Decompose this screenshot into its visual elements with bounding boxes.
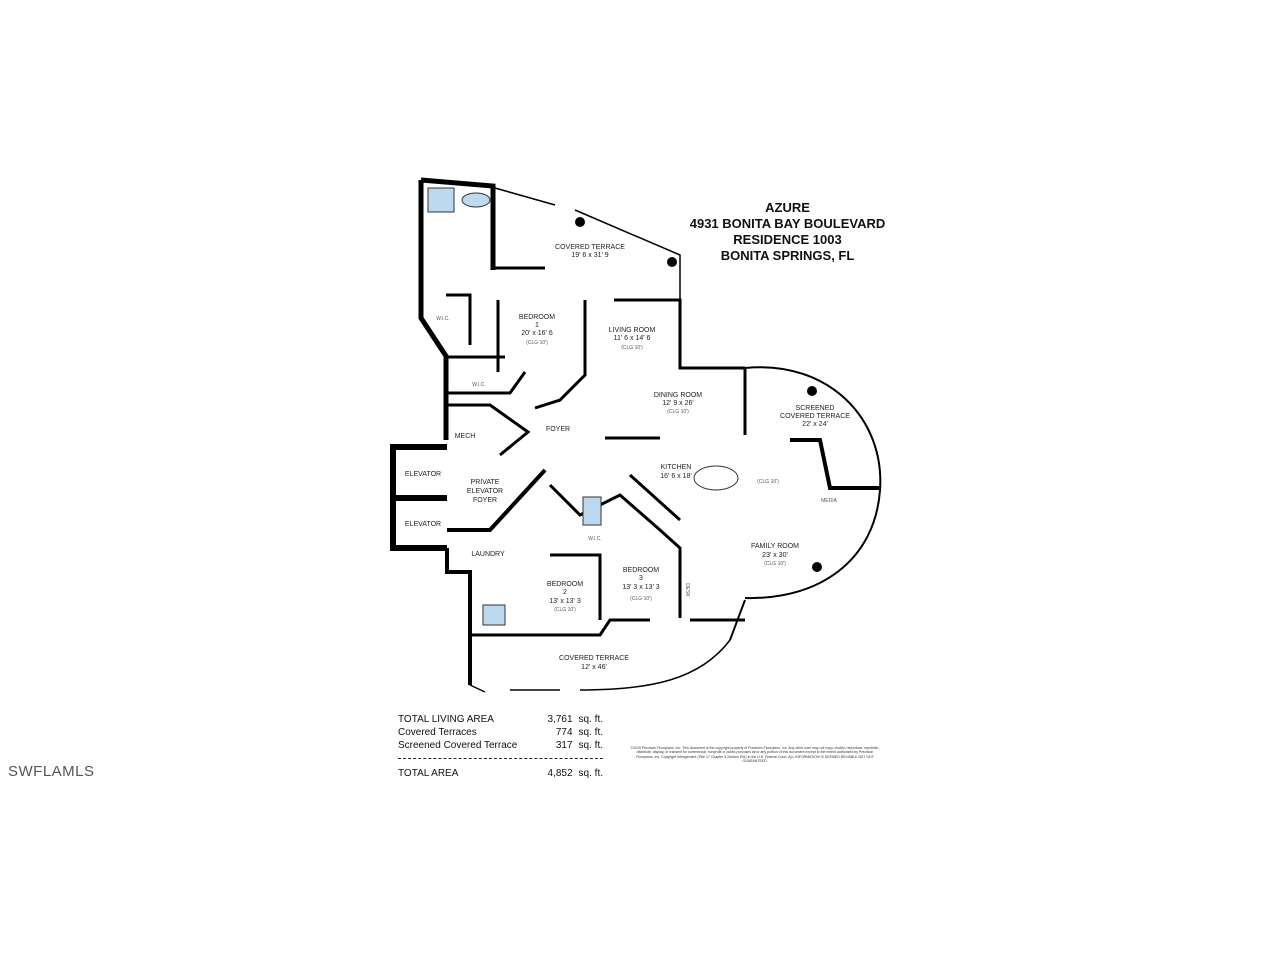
screened-bar [790,438,880,490]
copyright-notice: ©2025 Precision Floorplans, Inc. This do… [630,746,880,763]
row-unit: sq. ft. [578,714,603,725]
covered-terrace-top-size: 19' 6 x 31' 9 [571,252,608,259]
area-totals: TOTAL LIVING AREA 3,761 sq. ft. Covered … [398,713,603,780]
screened-size: 22' x 24' [802,421,828,428]
bedroom2-clg: (CLG 10') [554,607,576,613]
dining-name: DINING ROOM [654,392,702,399]
bedroom2-size: 13' x 13' 3 [549,598,581,605]
bathtub-icon [461,192,491,208]
screened-terrace-arc [744,366,882,600]
elevator2-name: ELEVATOR [405,521,441,528]
private-foyer-l2: ELEVATOR [467,488,503,495]
kitchen-size: 16' 6 x 18' [660,473,691,480]
bedroom3-name: BEDROOM [623,567,659,574]
column-icon [575,217,585,227]
walls [390,177,882,693]
kitchen-island [693,465,739,491]
column-icon [667,257,677,267]
title-line-1: AZURE [765,200,810,215]
covered-terrace-bottom-name: COVERED TERRACE [559,655,629,662]
kitchen-name: KITCHEN [661,464,692,471]
bedroom3-num: 3 [639,575,643,582]
foyer-wall [445,468,547,685]
shower-icon [482,604,506,626]
bedroom2-num: 2 [563,589,567,596]
living-clg: (CLG 10') [621,345,643,351]
laundry-name: LAUNDRY [471,551,505,558]
desk-label: DESK [684,583,690,597]
bedroom1-name: BEDROOM [519,314,555,321]
row-value: 4,852 [547,768,573,779]
row-label: Covered Terraces [398,727,477,738]
living-wall [614,298,747,435]
row-value: 3,761 [547,714,573,725]
room-labels: COVERED TERRACE 19' 6 x 31' 9 BEDROOM 1 … [405,244,850,671]
wic-walls [446,293,531,457]
family-arc [729,599,746,641]
total-area-row: TOTAL AREA 4,852 sq. ft. [398,767,603,780]
bedroom1-wall [493,266,587,410]
bedroom-walls [470,483,745,637]
living-size: 11' 6 x 14' 6 [614,335,651,342]
column-icon [812,562,822,572]
bedroom3-size: 13' 3 x 13' 3 [622,584,659,591]
screened-l1: SCREENED [796,405,835,412]
terrace-bottom-rail [469,639,731,693]
row-unit: sq. ft. [578,768,603,779]
covered-terraces-row: Covered Terraces 774 sq. ft. [398,726,603,739]
row-label: Screened Covered Terrace [398,740,518,751]
title-line-3: RESIDENCE 1003 [733,232,842,247]
elevator-box [390,444,447,551]
divider [398,758,603,759]
row-unit: sq. ft. [578,740,603,751]
family-name: FAMILY ROOM [751,543,799,550]
kitchen-counter [605,436,682,522]
wic-label: W.I.C. [436,316,450,322]
property-title: AZURE 4931 BONITA BAY BOULEVARD RESIDENC… [660,200,915,264]
foyer-name: FOYER [546,426,570,433]
title-line-4: BONITA SPRINGS, FL [720,248,855,263]
screened-l2: COVERED TERRACE [780,413,850,420]
columns [575,217,822,572]
terrace-top-rail [494,187,681,300]
bedroom1-num: 1 [535,322,539,329]
outer-wall-west [418,180,449,440]
shower-icon [582,496,602,526]
family-clg: (CLG 10') [764,561,786,567]
row-unit: sq. ft. [578,727,603,738]
shower-icon [427,187,455,213]
bath-wall [420,177,496,270]
elevator1-name: ELEVATOR [405,471,441,478]
wic-label: W.I.C. [472,382,486,388]
dining-clg: (CLG 10') [667,409,689,415]
private-foyer-l1: PRIVATE [471,479,500,486]
column-icon [807,386,817,396]
bedroom2-name: BEDROOM [547,581,583,588]
row-value: 774 [555,727,573,738]
bedroom3-clg: (CLG 10') [630,596,652,602]
fixtures [427,187,739,626]
media-label: MEDIA [821,498,838,504]
row-label: TOTAL LIVING AREA [398,714,494,725]
row-label: TOTAL AREA [398,768,459,779]
covered-terrace-bottom-size: 12' x 46' [581,664,607,671]
private-foyer-l3: FOYER [473,497,497,504]
family-size: 23' x 30' [762,552,788,559]
covered-terrace-top-name: COVERED TERRACE [555,244,625,251]
bedroom1-size: 20' x 16' 6 [521,330,553,337]
mech-name: MECH [455,433,476,440]
watermark: SWFLAMLS [8,763,95,780]
row-value: 317 [555,740,573,751]
title-line-2: 4931 BONITA BAY BOULEVARD [689,216,886,231]
total-living-row: TOTAL LIVING AREA 3,761 sq. ft. [398,713,603,726]
kitchen-clg: (CLG 10') [757,479,779,485]
dining-size: 12' 9 x 26' [662,400,693,407]
bedroom1-clg: (CLG 10') [526,340,548,346]
wic-label: W.I.C. [588,536,602,542]
screened-terrace-row: Screened Covered Terrace 317 sq. ft. [398,739,603,752]
living-name: LIVING ROOM [609,327,656,334]
